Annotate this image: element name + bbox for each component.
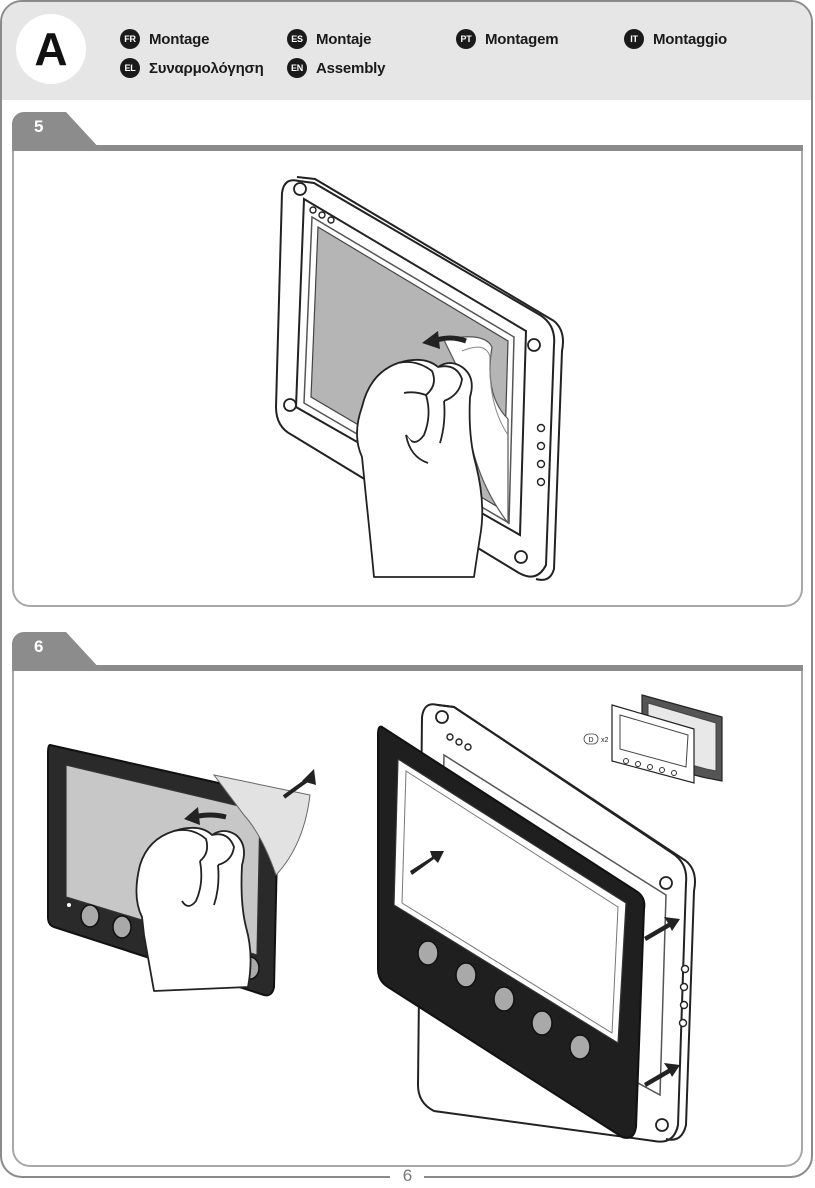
lang-el: EL Συναρμολόγηση	[120, 57, 264, 79]
frame-buttons	[417, 940, 591, 1060]
hand-illustration	[356, 358, 484, 578]
section-letter: A	[16, 14, 86, 84]
corner-screws	[435, 710, 673, 1132]
lang-es: ES Montaje	[287, 28, 371, 50]
hand-illustration	[135, 826, 252, 992]
press-arrows	[410, 851, 680, 1087]
lang-label: Συναρμολόγηση	[149, 59, 264, 77]
step-5-illustration	[274, 176, 564, 581]
lang-code-badge: EL	[120, 58, 140, 78]
lang-label: Assembly	[316, 59, 386, 77]
parts-inset: D x2	[583, 694, 723, 784]
footer-gap	[390, 1170, 424, 1184]
step-6-illustration: D x2	[47, 694, 723, 1143]
lang-label: Montage	[149, 30, 210, 48]
indicator-leds	[446, 733, 472, 751]
part-label: D	[588, 737, 593, 744]
part-quantity: x2	[601, 737, 609, 744]
page-number: 6	[402, 1166, 413, 1185]
step-number: 6	[34, 637, 44, 656]
lang-it: IT Montaggio	[624, 28, 727, 50]
front-panel-left	[47, 743, 316, 997]
lang-code-badge: ES	[287, 29, 307, 49]
lang-label: Montaje	[316, 30, 372, 48]
step-5-panel: 5	[12, 112, 803, 607]
lang-en: EN Assembly	[287, 57, 385, 79]
lang-code-badge: FR	[120, 29, 140, 49]
lang-pt: PT Montagem	[456, 28, 559, 50]
frame-window	[393, 757, 627, 1045]
step-divider	[12, 145, 803, 151]
side-buttons	[536, 423, 546, 487]
indicator-leds	[309, 206, 335, 224]
step-6-panel: 6	[12, 632, 803, 1167]
step-number: 5	[34, 117, 44, 136]
lang-code-badge: IT	[624, 29, 644, 49]
header-bar: A FR Montage ES Montaje PT Montagem IT M…	[2, 2, 811, 100]
side-buttons	[678, 964, 690, 1028]
lang-fr: FR Montage	[120, 28, 209, 50]
lang-code-badge: EN	[287, 58, 307, 78]
lang-label: Montagem	[485, 30, 559, 48]
corner-screws	[283, 182, 541, 564]
lang-label: Montaggio	[653, 30, 728, 48]
lang-code-badge: PT	[456, 29, 476, 49]
step-divider	[12, 665, 803, 671]
